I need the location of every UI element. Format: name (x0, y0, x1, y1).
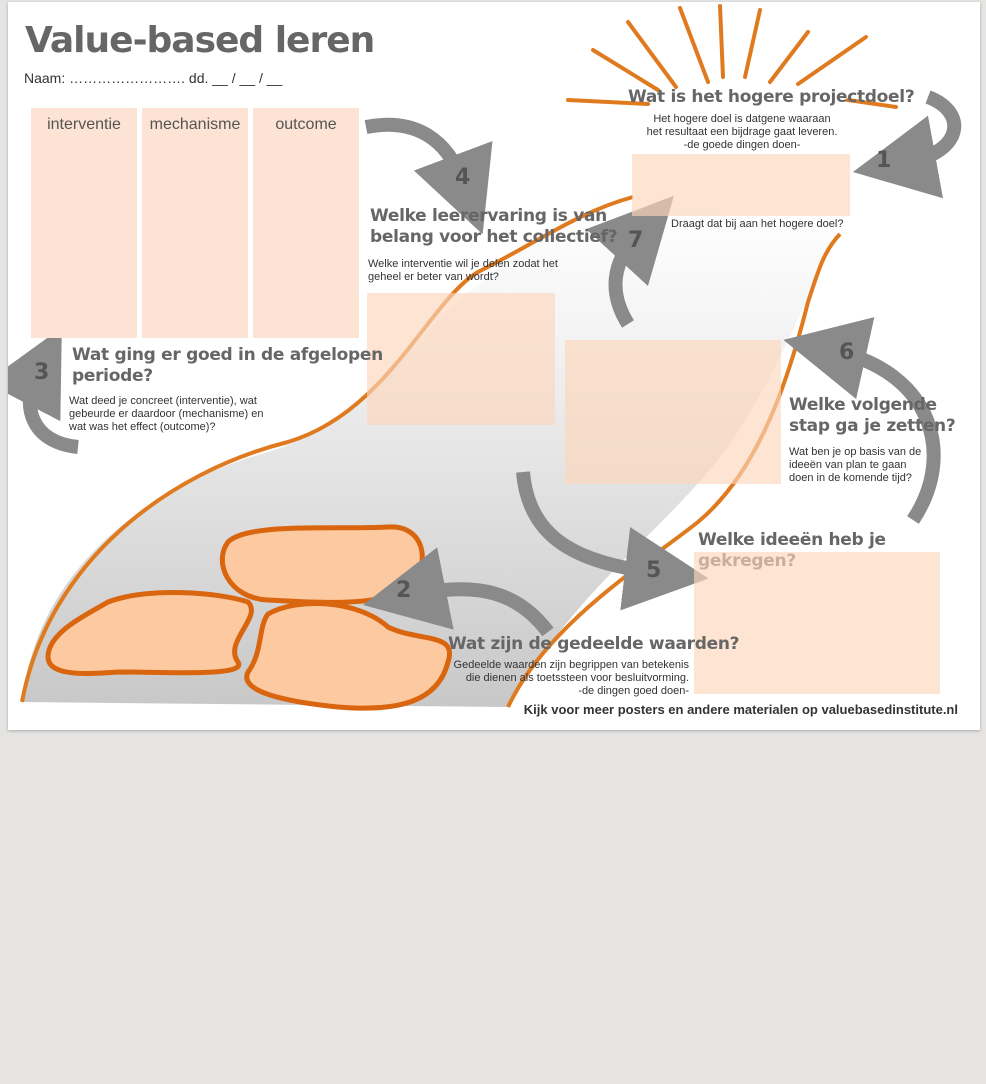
step2-body-line: Gedeelde waarden zijn begrippen van bete… (428, 659, 689, 672)
step4-answer-box[interactable] (367, 293, 555, 425)
column-label: interventie (31, 116, 137, 134)
step6-body-line: ideeën van plan te gaan (789, 459, 921, 472)
step6-heading-line: stap ga je zetten? (789, 416, 955, 437)
step3-body: Wat deed je concreet (interventie), wat … (69, 395, 263, 434)
step1-body-line: Het hogere doel is datgene waaraan (642, 113, 842, 126)
step7-answer-box[interactable] (565, 340, 781, 484)
step3-heading-line: periode? (72, 366, 383, 387)
column-mechanisme[interactable]: mechanisme (142, 108, 248, 338)
step6-body-line: doen in de komende tijd? (789, 472, 921, 485)
step1-heading: Wat is het hogere projectdoel? (628, 87, 914, 108)
step1-body-line: het resultaat een bijdrage gaat leveren. (642, 126, 842, 139)
step3-number: 3 (34, 360, 49, 385)
step6-body-line: Wat ben je op basis van de (789, 446, 921, 459)
step6-body: Wat ben je op basis van de ideeën van pl… (789, 446, 921, 485)
step2-body-line: -de dingen goed doen- (428, 685, 689, 698)
column-label: outcome (253, 116, 359, 134)
step4-number: 4 (455, 165, 470, 190)
step3-body-line: gebeurde er daardoor (mechanisme) en (69, 408, 263, 421)
step4-body-line: geheel er beter van wordt? (368, 271, 558, 284)
name-date-line: Naam: ……………………. dd. __ / __ / __ (24, 70, 282, 86)
step6-number: 6 (839, 340, 854, 365)
step1-number: 1 (876, 148, 891, 173)
step7-number: 7 (628, 228, 643, 253)
step4-body: Welke interventie wil je delen zodat het… (368, 258, 558, 284)
step5-number: 5 (646, 558, 661, 583)
step1-body-line: -de goede dingen doen- (642, 139, 842, 152)
step3-heading: Wat ging er goed in de afgelopen periode… (72, 345, 383, 387)
step4-heading-line: belang voor het collectief? (370, 227, 617, 248)
step3-body-line: wat was het effect (outcome)? (69, 421, 263, 434)
poster: Value-based leren Naam: ……………………. dd. __… (8, 2, 980, 730)
step2-heading: Wat zijn de gedeelde waarden? (448, 634, 739, 655)
step4-heading-line: Welke leerervaring is van (370, 206, 617, 227)
step3-heading-line: Wat ging er goed in de afgelopen (72, 345, 383, 366)
step1-answer-box[interactable] (632, 154, 850, 216)
step5-answer-box[interactable] (694, 552, 940, 694)
step4-heading: Welke leerervaring is van belang voor he… (370, 206, 617, 248)
footer-link-text[interactable]: Kijk voor meer posters en andere materia… (524, 702, 958, 717)
column-outcome[interactable]: outcome (253, 108, 359, 338)
step4-body-line: Welke interventie wil je delen zodat het (368, 258, 558, 271)
step3-body-line: Wat deed je concreet (interventie), wat (69, 395, 263, 408)
step1-body: Het hogere doel is datgene waaraan het r… (642, 113, 842, 152)
column-interventie[interactable]: interventie (31, 108, 137, 338)
poster-title: Value-based leren (25, 20, 374, 61)
step2-body: Gedeelde waarden zijn begrippen van bete… (428, 659, 689, 698)
step6-heading-line: Welke volgende (789, 395, 955, 416)
step6-heading: Welke volgende stap ga je zetten? (789, 395, 955, 437)
step7-caption: Draagt dat bij aan het hogere doel? (671, 218, 843, 231)
step2-body-line: die dienen als toetssteen voor besluitvo… (428, 672, 689, 685)
step2-number: 2 (396, 578, 411, 603)
column-label: mechanisme (142, 116, 248, 134)
